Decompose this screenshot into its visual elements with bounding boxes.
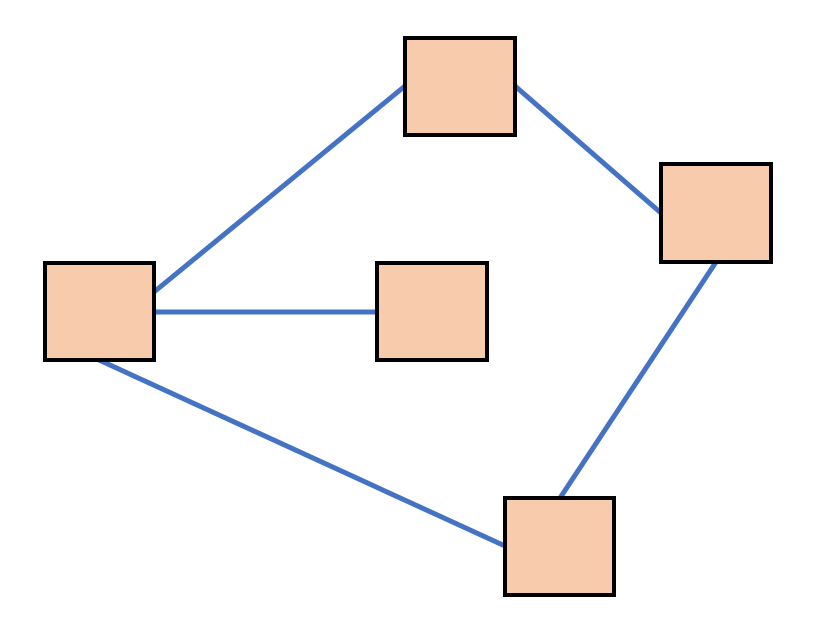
edge-top-right (513, 84, 663, 215)
node-right (659, 162, 773, 264)
edges-layer (97, 84, 719, 549)
nodes-layer (43, 36, 773, 597)
node-left (43, 261, 156, 362)
node-bottom (503, 496, 616, 597)
edge-right-bottom (557, 260, 719, 500)
edge-left-top (152, 84, 407, 294)
edge-left-bottom (97, 357, 507, 549)
node-middle (375, 261, 489, 362)
node-top (403, 36, 517, 137)
